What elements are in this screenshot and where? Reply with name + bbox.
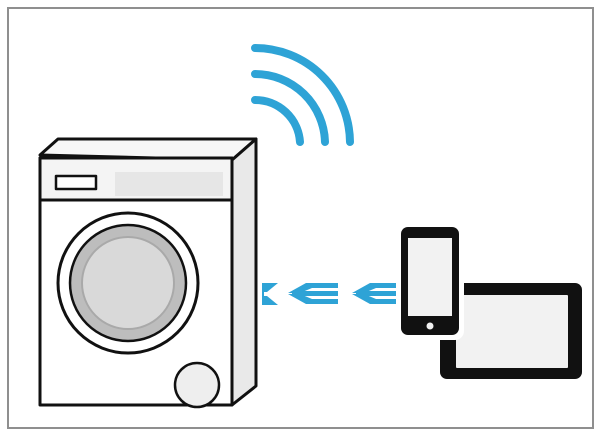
phone-home-button (426, 322, 434, 330)
phone-screen (408, 238, 452, 316)
transfer-chevron-1 (262, 283, 278, 305)
tablet-screen (456, 295, 568, 368)
wifi-signal-icon (251, 44, 354, 146)
tablet-icon (440, 283, 582, 379)
data-transfer-arrows-icon (262, 283, 400, 305)
transfer-chevron-3 (352, 283, 400, 304)
washer-side (230, 137, 258, 407)
washer-filter-cover (173, 361, 221, 409)
washing-machine-icon (38, 137, 258, 409)
smartphone-icon (396, 222, 464, 340)
wifi-arc-large (251, 44, 354, 146)
transfer-chevron-2 (288, 283, 338, 304)
washer-door-glass (81, 236, 175, 330)
wifi-arc-medium (251, 70, 329, 146)
washer-display-panel (115, 172, 223, 196)
wifi-arc-small (251, 95, 304, 146)
washer-detergent-drawer (54, 174, 98, 191)
